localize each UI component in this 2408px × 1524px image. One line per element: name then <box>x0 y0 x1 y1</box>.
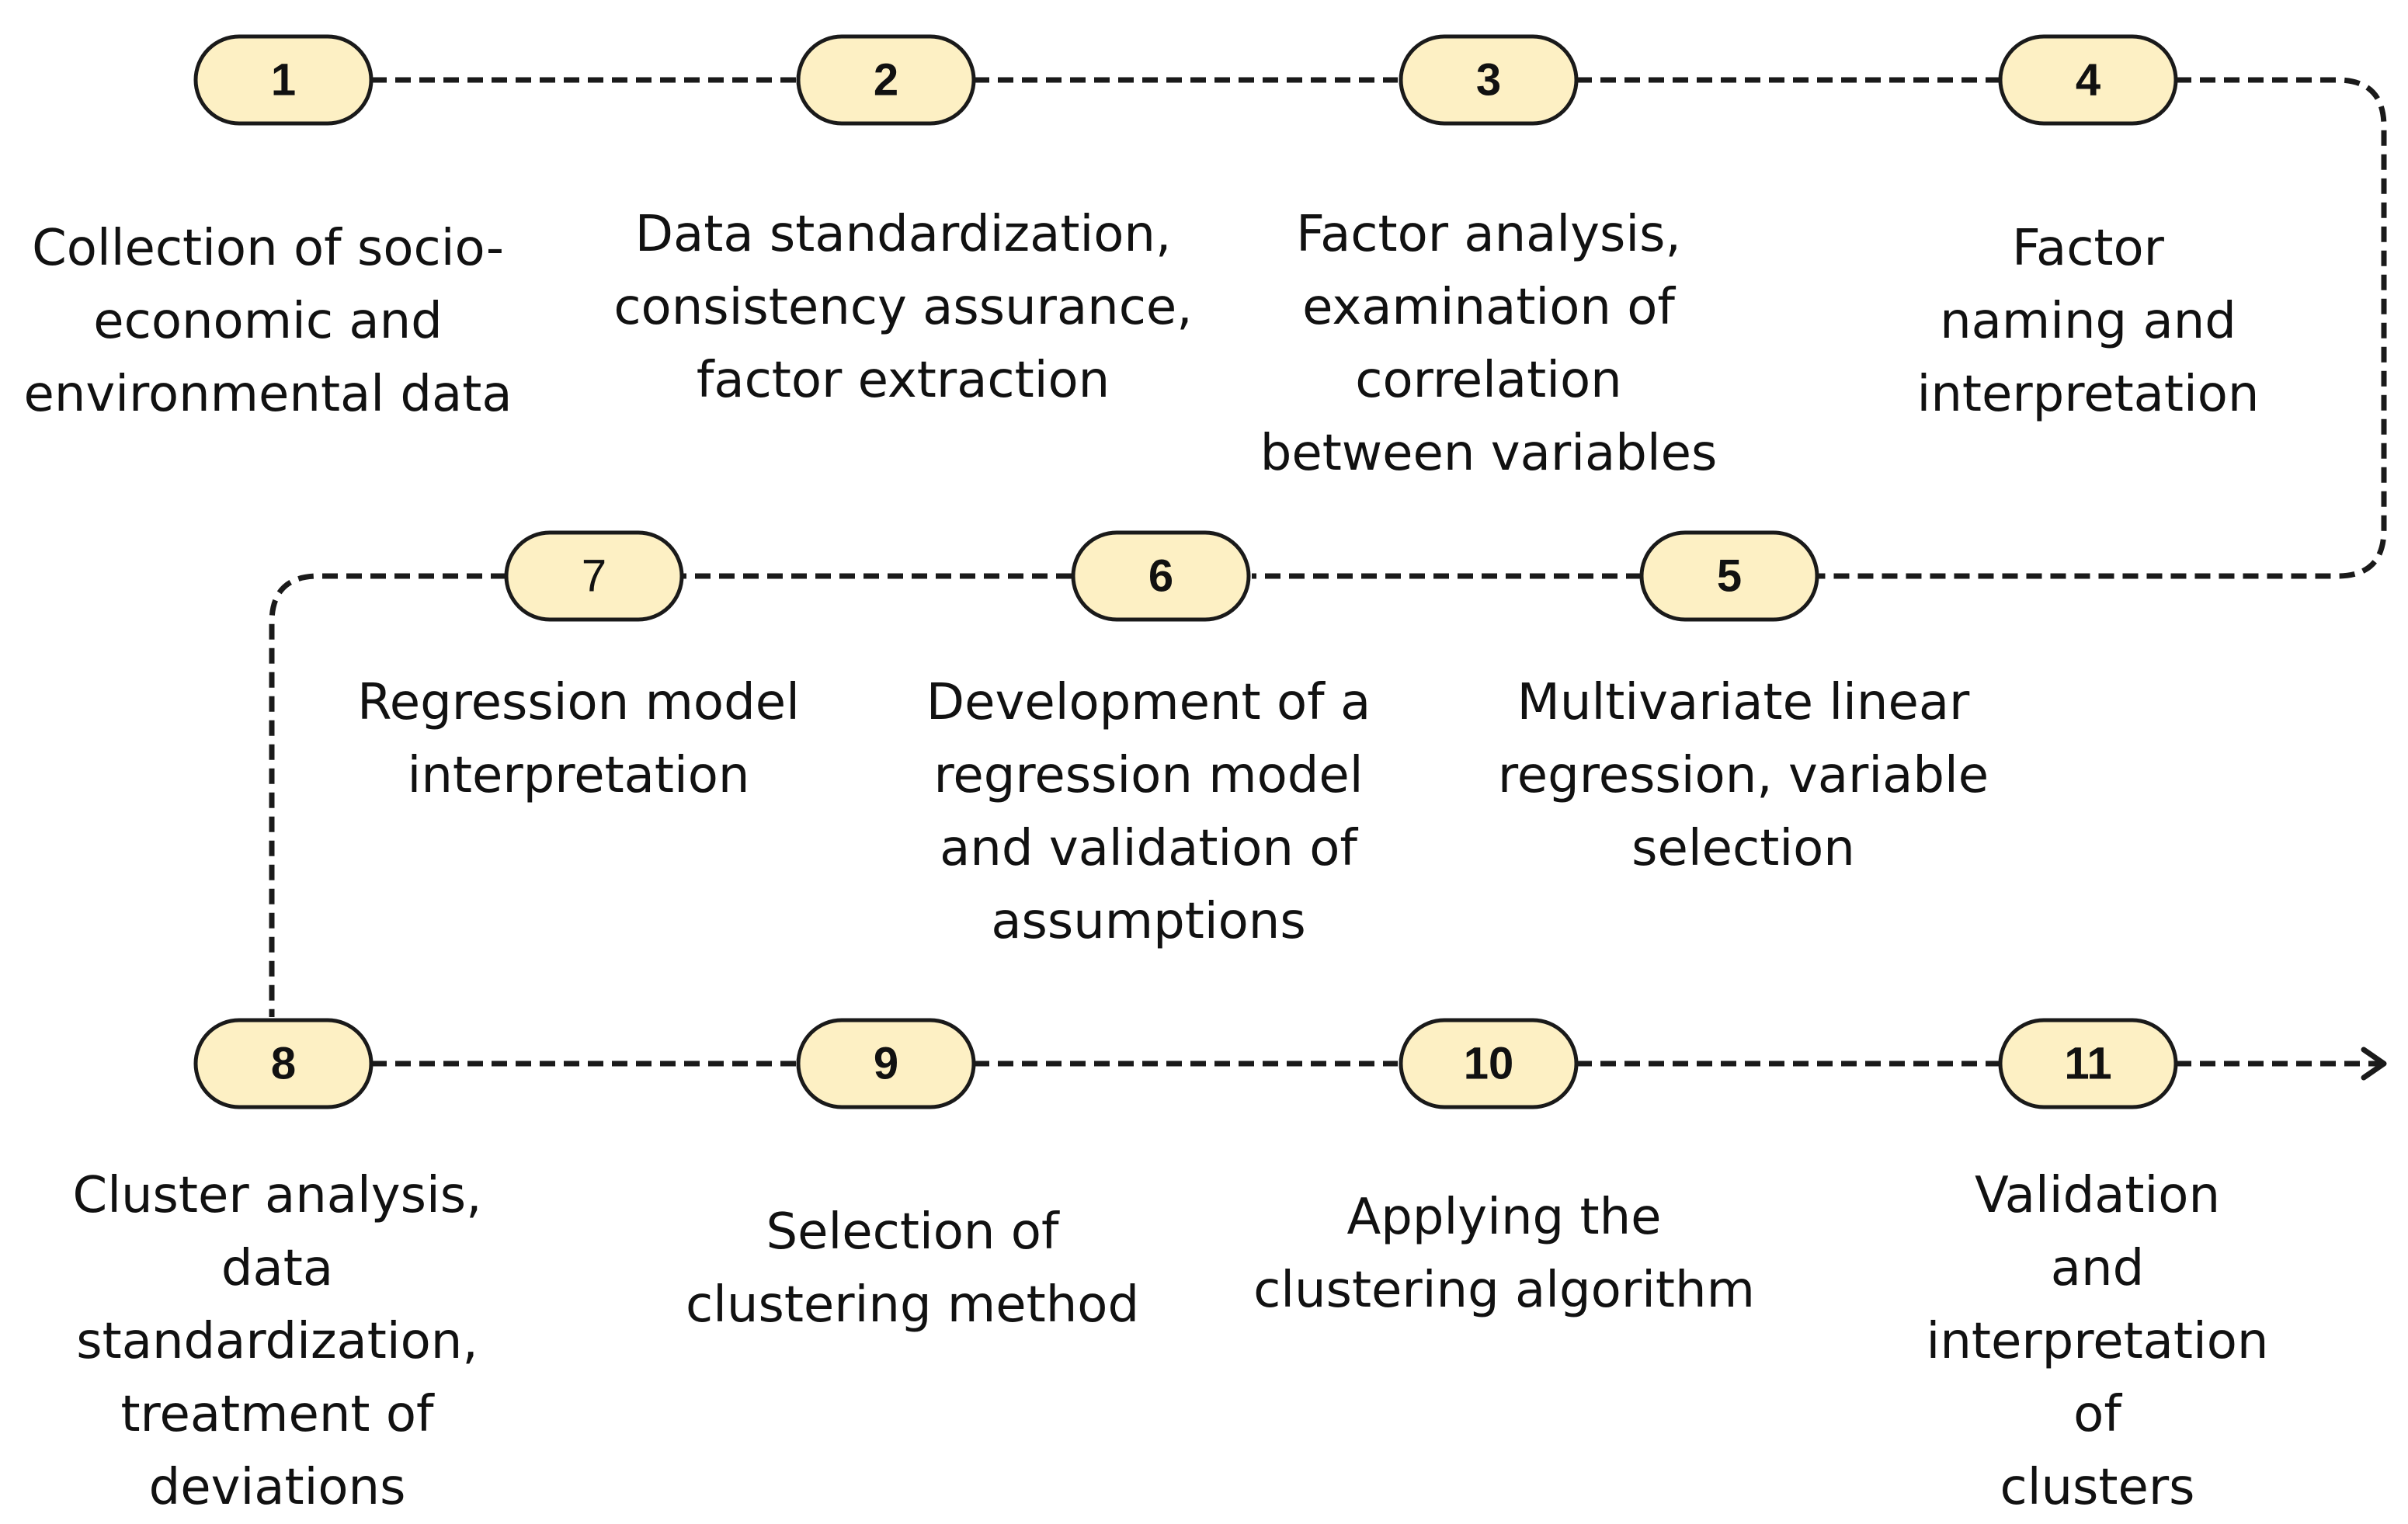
connector-lines <box>269 77 2387 1067</box>
step-node-3: 3 <box>1399 34 1579 126</box>
step-node-4: 4 <box>1998 34 2178 126</box>
step-node-5: 5 <box>1639 530 1819 622</box>
step-number: 1 <box>271 55 296 106</box>
step-number: 8 <box>271 1039 296 1089</box>
step-label-9: Selection of clustering method <box>685 1203 1140 1334</box>
step-node-6: 6 <box>1071 530 1251 622</box>
step-number: 10 <box>1464 1039 1514 1089</box>
connector-row-2 <box>269 573 1642 1017</box>
step-number: 4 <box>2076 55 2100 106</box>
step-number: 6 <box>1148 551 1173 602</box>
step-label-2: Data standardization, consistency assura… <box>613 206 1193 409</box>
step-label-6: Development of a regression model and va… <box>926 674 1371 950</box>
step-node-1: 1 <box>193 34 374 126</box>
step-label-5: Multivariate linear regression, variable… <box>1497 674 1989 877</box>
step-number: 2 <box>874 55 898 106</box>
step-label-10: Applying the clustering algorithm <box>1253 1189 1755 1319</box>
step-label-1: Collection of socio- economic and enviro… <box>23 220 513 423</box>
step-label-3: Factor analysis, examination of correlat… <box>1260 206 1718 482</box>
step-node-8: 8 <box>193 1018 374 1109</box>
step-number: 11 <box>2064 1039 2111 1089</box>
step-label-7: Regression model interpretation <box>357 674 800 804</box>
step-label-4: Factor naming and interpretation <box>1916 220 2260 423</box>
step-number: 3 <box>1476 55 1501 106</box>
step-node-9: 9 <box>796 1018 976 1109</box>
step-node-7: 7 <box>504 530 684 622</box>
step-label-8: Cluster analysis, data standardization, … <box>72 1167 482 1516</box>
step-number: 9 <box>874 1039 898 1089</box>
step-node-11: 11 <box>1998 1018 2178 1109</box>
arrow-head-icon <box>2361 1047 2387 1081</box>
step-label-11: Validation and interpretation of cluster… <box>1926 1167 2269 1516</box>
step-number: 7 <box>582 551 606 602</box>
step-node-2: 2 <box>796 34 976 126</box>
step-number: 5 <box>1717 551 1742 602</box>
step-node-10: 10 <box>1399 1018 1579 1109</box>
